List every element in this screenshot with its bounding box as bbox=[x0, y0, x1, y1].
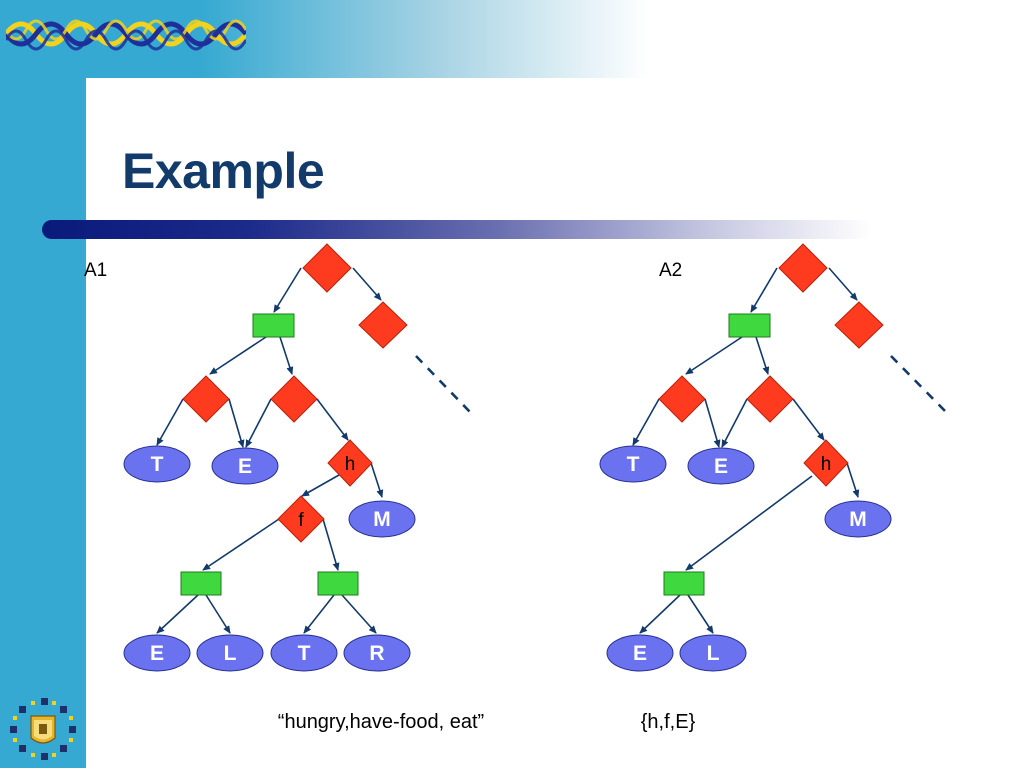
edge bbox=[228, 398, 245, 448]
edge bbox=[685, 336, 743, 375]
emblem-logo-icon bbox=[10, 698, 76, 760]
edge bbox=[303, 594, 335, 634]
leaf-node bbox=[348, 500, 416, 538]
action-node bbox=[317, 571, 359, 596]
edge bbox=[721, 398, 748, 448]
edge bbox=[279, 336, 294, 375]
edge bbox=[352, 267, 382, 301]
action-node bbox=[728, 313, 771, 338]
edge bbox=[301, 474, 340, 497]
action-node bbox=[663, 571, 705, 596]
tree-a2-label: A2 bbox=[659, 260, 682, 281]
edge bbox=[341, 594, 377, 634]
tree-a1-caption: “hungry,have-food, eat” bbox=[278, 711, 484, 733]
leaf-node bbox=[196, 634, 264, 672]
leaf-label: M bbox=[849, 508, 867, 531]
edge bbox=[685, 475, 813, 571]
edge bbox=[828, 267, 858, 301]
leaf-label: E bbox=[633, 642, 647, 665]
continuation-dashes bbox=[890, 355, 947, 413]
decision-node bbox=[834, 301, 884, 349]
title-divider bbox=[42, 220, 872, 239]
leaf-label: E bbox=[150, 642, 164, 665]
left-sidebar-band bbox=[0, 0, 86, 768]
decision-node bbox=[302, 243, 352, 293]
edge bbox=[704, 398, 721, 448]
edge bbox=[792, 398, 825, 441]
edge bbox=[750, 267, 778, 313]
edge bbox=[687, 594, 714, 634]
leaf-node bbox=[824, 500, 892, 538]
continuation-dashes bbox=[415, 355, 471, 413]
leaf-node bbox=[123, 445, 191, 483]
leaf-node bbox=[270, 634, 338, 672]
decision-label: f bbox=[298, 510, 304, 531]
edge bbox=[273, 267, 302, 313]
leaf-node bbox=[211, 447, 279, 485]
decision-node bbox=[327, 439, 373, 487]
edge bbox=[316, 398, 349, 441]
edge bbox=[202, 518, 280, 571]
tree-a2: A2 T E bbox=[599, 243, 947, 733]
decision-node bbox=[778, 243, 828, 293]
leaf-label: L bbox=[707, 642, 720, 665]
edge bbox=[322, 518, 340, 571]
edge bbox=[209, 336, 267, 375]
decision-node bbox=[658, 375, 706, 423]
leaf-node bbox=[343, 634, 411, 672]
decision-node bbox=[803, 439, 849, 487]
edge bbox=[156, 594, 199, 634]
top-header-band bbox=[0, 0, 1024, 78]
decision-node bbox=[270, 375, 318, 423]
dna-logo-icon bbox=[6, 19, 246, 51]
slide-title: Example bbox=[122, 143, 325, 199]
leaf-label: T bbox=[298, 642, 311, 665]
decision-node bbox=[182, 375, 230, 423]
decision-label: h bbox=[821, 454, 832, 475]
decision-node bbox=[746, 375, 794, 423]
action-node bbox=[252, 313, 295, 338]
edge bbox=[755, 336, 770, 375]
decision-label: h bbox=[345, 454, 356, 475]
edge bbox=[639, 594, 681, 634]
leaf-node bbox=[687, 447, 755, 485]
leaf-node bbox=[599, 445, 667, 483]
tree-a1: A1 bbox=[84, 243, 484, 733]
leaf-node bbox=[123, 634, 191, 672]
leaf-node bbox=[679, 634, 747, 672]
edge bbox=[846, 462, 860, 498]
edge bbox=[156, 398, 184, 446]
leaf-label: E bbox=[714, 455, 728, 478]
edge bbox=[205, 594, 231, 634]
leaf-label: R bbox=[369, 642, 384, 665]
leaf-label: L bbox=[224, 642, 237, 665]
edge bbox=[632, 398, 660, 446]
tree-a1-edges bbox=[156, 267, 384, 634]
leaf-label: E bbox=[238, 455, 252, 478]
action-node bbox=[180, 571, 222, 596]
leaf-label: T bbox=[627, 453, 640, 476]
leaf-node bbox=[606, 634, 674, 672]
edge bbox=[370, 462, 384, 498]
tree-a2-caption: {h,f,E} bbox=[641, 711, 696, 733]
edge bbox=[245, 398, 272, 448]
decision-node bbox=[358, 301, 408, 349]
tree-a2-edges bbox=[632, 267, 860, 634]
leaf-label: M bbox=[373, 508, 391, 531]
leaf-label: T bbox=[151, 453, 164, 476]
tree-a1-label: A1 bbox=[84, 260, 107, 281]
decision-node bbox=[277, 495, 325, 543]
